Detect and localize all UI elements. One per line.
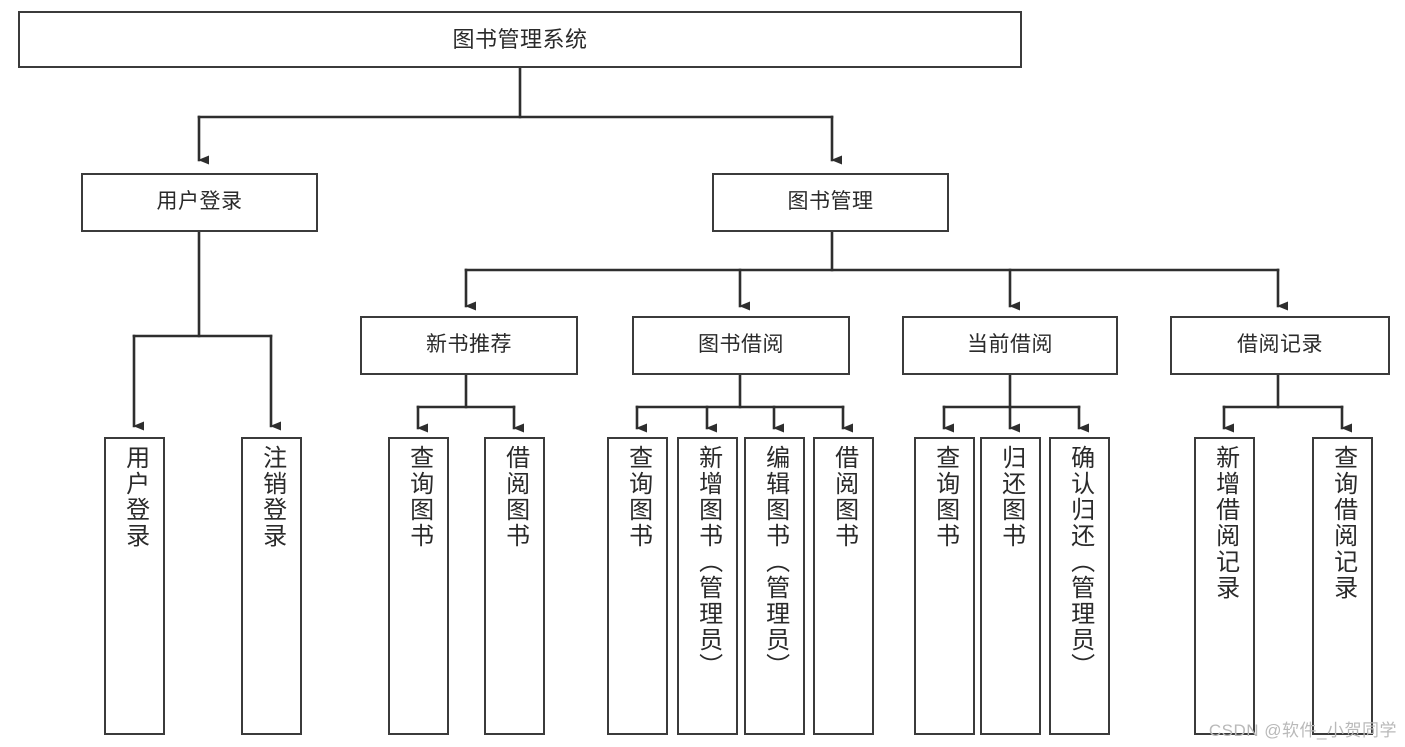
node-label: 查询图书 [624, 445, 652, 549]
node-new-book-rec[interactable]: 新书推荐 [360, 316, 578, 375]
node-label: 用户登录 [156, 190, 243, 214]
node-label: 查询图书 [405, 445, 433, 549]
node-root-system[interactable]: 图书管理系统 [18, 11, 1022, 68]
leaf-add-book[interactable]: 新增图书（管理员） [677, 437, 738, 735]
node-label: 新增借阅记录 [1211, 445, 1239, 601]
leaf-borrow-book-1[interactable]: 借阅图书 [484, 437, 545, 735]
node-label: 归还图书 [997, 445, 1025, 549]
leaf-confirm-return[interactable]: 确认归还（管理员） [1049, 437, 1110, 735]
node-label: 图书借阅 [698, 333, 784, 357]
node-label: 编辑图书（管理员） [761, 445, 789, 679]
node-book-borrow[interactable]: 图书借阅 [632, 316, 850, 375]
leaf-add-record[interactable]: 新增借阅记录 [1194, 437, 1255, 735]
node-label: 当前借阅 [967, 333, 1053, 357]
node-label: 借阅图书 [501, 445, 529, 549]
node-label: 查询图书 [931, 445, 959, 549]
node-label: 新书推荐 [426, 333, 512, 357]
leaf-logout[interactable]: 注销登录 [241, 437, 302, 735]
node-borrow-record[interactable]: 借阅记录 [1170, 316, 1390, 375]
node-label: 用户登录 [121, 445, 149, 549]
node-user-login[interactable]: 用户登录 [81, 173, 318, 232]
leaf-query-book-3[interactable]: 查询图书 [914, 437, 975, 735]
leaf-query-record[interactable]: 查询借阅记录 [1312, 437, 1373, 735]
node-label: 确认归还（管理员） [1066, 445, 1094, 679]
leaf-query-book-1[interactable]: 查询图书 [388, 437, 449, 735]
node-label: 查询借阅记录 [1329, 445, 1357, 601]
node-current-borrow[interactable]: 当前借阅 [902, 316, 1118, 375]
node-label: 新增图书（管理员） [694, 445, 722, 679]
node-book-manage[interactable]: 图书管理 [712, 173, 949, 232]
leaf-user-login[interactable]: 用户登录 [104, 437, 165, 735]
csdn-watermark: CSDN @软件_小贺同学 [1208, 721, 1397, 740]
leaf-edit-book[interactable]: 编辑图书（管理员） [744, 437, 805, 735]
node-label: 借阅图书 [830, 445, 858, 549]
leaf-return-book[interactable]: 归还图书 [980, 437, 1041, 735]
node-label: 注销登录 [258, 445, 286, 549]
leaf-borrow-book-2[interactable]: 借阅图书 [813, 437, 874, 735]
leaf-query-book-2[interactable]: 查询图书 [607, 437, 668, 735]
node-label: 借阅记录 [1237, 333, 1323, 357]
node-label: 图书管理 [787, 190, 874, 214]
node-label: 图书管理系统 [452, 26, 588, 52]
